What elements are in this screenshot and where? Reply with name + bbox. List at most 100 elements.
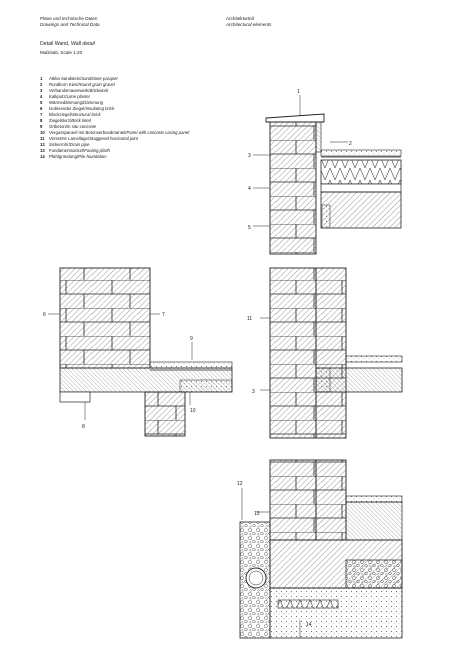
callout-12: 12 bbox=[237, 481, 243, 487]
detail-title-en: Wall detail bbox=[70, 41, 95, 47]
legend-number: 12 bbox=[40, 142, 45, 147]
legend-text-en: Staggered horizontal joint bbox=[89, 136, 138, 141]
legend-text-en: Panel with concrete casing panel bbox=[126, 130, 190, 135]
header-right: Architekturteil Architectural elements bbox=[226, 16, 271, 28]
legend-number: 9 bbox=[40, 124, 43, 129]
legend-number: 7 bbox=[40, 112, 43, 117]
legend-item: 8 Ziegelsturz/Brick lintel bbox=[40, 118, 230, 124]
legend-text-de: Verbandsmauerwerk bbox=[49, 88, 89, 93]
legend-item: 4 Kalkputz/Lime plaster bbox=[40, 94, 230, 100]
header-right-line2: Architectural elements bbox=[226, 22, 272, 27]
callout-3b: 3 bbox=[252, 389, 255, 395]
legend-separator: / bbox=[125, 130, 127, 135]
legend-separator: / bbox=[82, 148, 85, 153]
legend-text-en: Brickwork bbox=[89, 88, 109, 93]
legend-number: 2 bbox=[40, 82, 43, 87]
legend-item: 7 Blockziegel/Structural brick bbox=[40, 112, 230, 118]
legend-text-en: Round grain gravel bbox=[78, 82, 115, 87]
legend-item: 14 Pfahlgründung/Pile foundation bbox=[40, 154, 230, 160]
legend-text-en: Insulating brick bbox=[85, 106, 115, 111]
legend-number: 10 bbox=[40, 130, 45, 135]
legend-number: 11 bbox=[40, 136, 45, 141]
callout-7: 7 bbox=[162, 312, 165, 318]
detail-parapet: 1 2 3 4 5 bbox=[248, 89, 402, 255]
legend-separator: / bbox=[80, 76, 82, 81]
legend-separator: / bbox=[87, 136, 90, 141]
legend-text-de: Ziegelsturz bbox=[49, 118, 71, 123]
legend-text-de: Sickerrohr bbox=[49, 142, 69, 147]
legend-separator: / bbox=[70, 118, 72, 123]
callout-1: 1 bbox=[297, 89, 300, 95]
legend-separator: / bbox=[76, 154, 79, 159]
legend-text-en: Structural brick bbox=[71, 112, 101, 117]
legend-separator: / bbox=[81, 100, 84, 105]
legend-text-de: Vergusspaneel mit Betonverbundmantel bbox=[49, 130, 126, 135]
scale-label: Maßstab, Scale 1:20 bbox=[40, 50, 83, 55]
legend-separator: / bbox=[65, 94, 67, 99]
legend-separator: / bbox=[70, 112, 72, 117]
legend-text-de: Blockziegel bbox=[49, 112, 71, 117]
legend-text-en: Drain pipe bbox=[69, 142, 90, 147]
callout-8: 8 bbox=[82, 424, 85, 430]
legend-text-de: Ortbeton bbox=[49, 124, 66, 129]
legend-item: 2 Rundkorn Kies/Round grain gravel bbox=[40, 82, 230, 88]
legend-text-en: Footing plinth bbox=[84, 148, 110, 153]
legend-number: 5 bbox=[40, 100, 43, 105]
legend-number: 8 bbox=[40, 118, 43, 123]
legend-item: 9 Ortbeton/In situ concrete bbox=[40, 124, 230, 130]
legend-text-de: Fundamentsockel bbox=[49, 148, 83, 153]
callout-2: 2 bbox=[349, 141, 352, 147]
legend-item: 3 Verbandsmauerwerk/Brickwork bbox=[40, 88, 230, 94]
header-left: Pläne und technische Daten Drawings and … bbox=[40, 16, 100, 28]
callout-11: 11 bbox=[247, 316, 252, 322]
callout-6: 6 bbox=[43, 312, 46, 318]
callout-10: 10 bbox=[190, 408, 196, 414]
legend-item: 13 Fundamentsockel/Footing plinth bbox=[40, 148, 230, 154]
legend-separator: / bbox=[68, 142, 70, 147]
legend-number: 3 bbox=[40, 88, 43, 93]
detail-title-de: Detail Wand, bbox=[40, 41, 70, 47]
callout-3: 3 bbox=[248, 153, 251, 159]
legend-number: 13 bbox=[40, 148, 45, 153]
legend-item: 10 Vergusspaneel mit Betonverbundmantel/P… bbox=[40, 130, 230, 136]
callout-13: 13 bbox=[254, 511, 260, 517]
detail-floor-junction: 6 7 8 9 10 bbox=[43, 267, 233, 437]
legend-text-de: Pfahlgründung bbox=[49, 154, 77, 159]
legend-number: 4 bbox=[40, 94, 43, 99]
callout-5: 5 bbox=[248, 225, 251, 231]
legend-text-en: Sandstone parapet bbox=[81, 76, 118, 81]
legend-item: 1 Attika Sandstein/Sandstone parapet bbox=[40, 76, 230, 82]
detail-wall-mid: 11 3 bbox=[247, 267, 403, 439]
legend-text-en: Dämmung bbox=[83, 100, 103, 105]
legend-text-en: Brick lintel bbox=[71, 118, 91, 123]
legend-item: 6 Isolierender Ziegel/Insulating brick bbox=[40, 106, 230, 112]
legend-text-de: Attika Sandstein bbox=[49, 76, 81, 81]
detail-foundation: 12 13 14 bbox=[237, 459, 403, 639]
legend-number: 6 bbox=[40, 106, 43, 111]
legend-separator: / bbox=[84, 106, 86, 111]
legend-text-de: Kalkputz bbox=[49, 94, 66, 99]
callout-9: 9 bbox=[190, 336, 193, 342]
legend-number: 1 bbox=[40, 76, 43, 81]
header-left-line2: Drawings and Technical Data bbox=[40, 22, 100, 27]
legend-text-en: Pile foundation bbox=[78, 154, 107, 159]
callout-4: 4 bbox=[248, 186, 251, 192]
detail-title: Detail Wand, Wall detail bbox=[40, 41, 95, 48]
legend-number: 14 bbox=[40, 154, 45, 159]
legend-item: 11 Versetzte Lamellage/Staggered horizont… bbox=[40, 136, 230, 142]
legend-text-de: Versetzte Lamellage bbox=[49, 136, 88, 141]
header-left-line1: Pläne und technische Daten bbox=[40, 16, 98, 21]
legend-text-en: In situ concrete bbox=[66, 124, 97, 129]
legend-text-de: Isolierender Ziegel bbox=[49, 106, 85, 111]
legend-text-de: Rundkorn Kies bbox=[49, 82, 78, 87]
callout-14: 14 bbox=[306, 622, 312, 628]
legend-separator: / bbox=[88, 88, 90, 93]
header-right-line1: Architekturteil bbox=[226, 16, 254, 21]
legend-item: 12 Sickerrohr/Drain pipe bbox=[40, 142, 230, 148]
legend-separator: / bbox=[77, 82, 79, 87]
legend-text-en: Lime plaster bbox=[66, 94, 91, 99]
legend-separator: / bbox=[65, 124, 67, 129]
